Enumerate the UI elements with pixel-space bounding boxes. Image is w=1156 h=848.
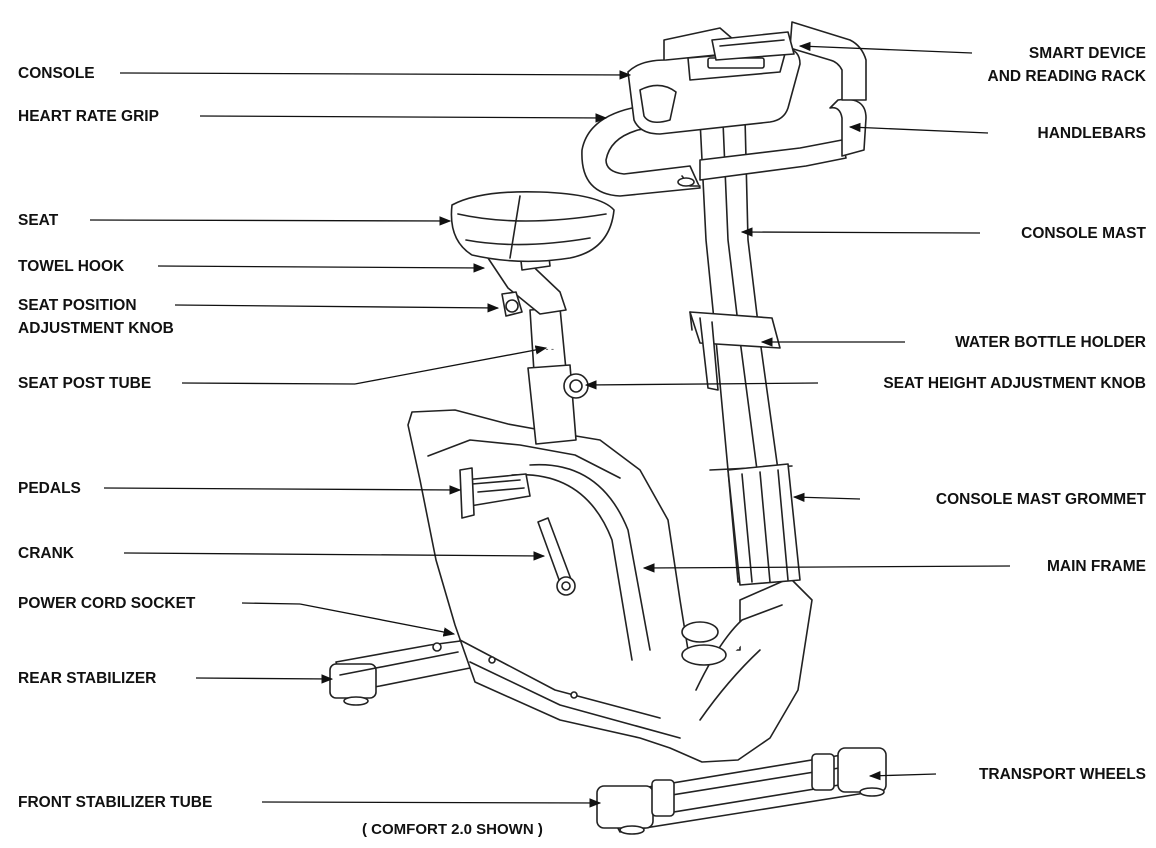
label-towel-hook: TOWEL HOOK — [18, 258, 125, 275]
label-console-mast-grommet: CONSOLE MAST GROMMET — [935, 491, 1146, 508]
leader-console-mast-grommet — [792, 492, 861, 502]
label-main-frame: MAIN FRAME — [1046, 558, 1146, 575]
label-seat-height-knob: SEAT HEIGHT ADJUSTMENT KNOB — [883, 375, 1146, 392]
leader-seat — [89, 216, 452, 226]
leader-heart-rate-grip — [199, 113, 608, 123]
leader-pedals — [103, 485, 462, 495]
crank-drawing — [537, 517, 576, 596]
leader-power-cord-socket — [241, 602, 301, 605]
label-pedals: PEDALS — [18, 480, 81, 497]
label-front-stabilizer-tube: FRONT STABILIZER TUBE — [18, 794, 213, 811]
front-stabilizer-drawing — [596, 747, 887, 835]
label-crank: CRANK — [18, 545, 74, 562]
leader-rear-stabilizer — [195, 674, 334, 684]
leader-console-mast — [740, 227, 981, 237]
label-seat-position-line2: ADJUSTMENT KNOB — [18, 320, 174, 337]
label-smart-device-line2: AND READING RACK — [987, 68, 1146, 85]
label-heart-rate-grip: HEART RATE GRIP — [18, 108, 159, 125]
leader-power-cord-socket-b — [299, 603, 456, 637]
leader-seat-position-knob — [174, 303, 500, 313]
water-bottle-holder-drawing — [689, 311, 781, 391]
leader-seat-height-knob — [584, 380, 819, 390]
leader-smart-device — [798, 41, 973, 54]
console-drawing — [627, 47, 801, 135]
leader-crank — [123, 551, 546, 561]
leader-front-stabilizer-tube — [261, 798, 602, 808]
rear-pedal-drawing — [681, 621, 727, 666]
label-console-mast: CONSOLE MAST — [1021, 225, 1146, 242]
leader-console — [119, 70, 632, 80]
label-water-bottle-holder: WATER BOTTLE HOLDER — [955, 334, 1146, 351]
label-console: CONSOLE — [18, 65, 95, 82]
leader-towel-hook — [157, 263, 486, 273]
leader-seat-post-tube-b — [354, 345, 548, 385]
label-seat-post-tube: SEAT POST TUBE — [18, 375, 152, 392]
label-seat-position-knob: SEAT POSITION ADJUSTMENT KNOB — [18, 294, 174, 340]
leader-seat-post-tube — [181, 382, 356, 385]
label-power-cord-socket: POWER CORD SOCKET — [18, 595, 196, 612]
label-rear-stabilizer: REAR STABILIZER — [18, 670, 157, 687]
label-transport-wheels: TRANSPORT WHEELS — [978, 766, 1146, 783]
label-seat: SEAT — [18, 212, 59, 229]
label-handlebars: HANDLEBARS — [1037, 125, 1147, 142]
pedal-drawing — [459, 467, 531, 519]
label-seat-position-line1: SEAT POSITION — [18, 297, 137, 314]
seat-height-knob-drawing — [563, 373, 589, 399]
leader-handlebars — [848, 122, 989, 134]
reading-rack-drawing — [711, 31, 795, 61]
label-smart-device-line1: SMART DEVICE — [1028, 45, 1146, 62]
label-smart-device-reading-rack: SMART DEVICE AND READING RACK — [988, 42, 1146, 88]
console-mast-grommet-drawing — [727, 463, 801, 586]
rear-stabilizer-drawing — [329, 639, 471, 706]
leader-main-frame — [642, 563, 1011, 573]
caption-model-shown: ( COMFORT 2.0 SHOWN ) — [362, 821, 543, 838]
seat-drawing — [450, 190, 615, 263]
leader-transport-wheels — [868, 771, 937, 781]
